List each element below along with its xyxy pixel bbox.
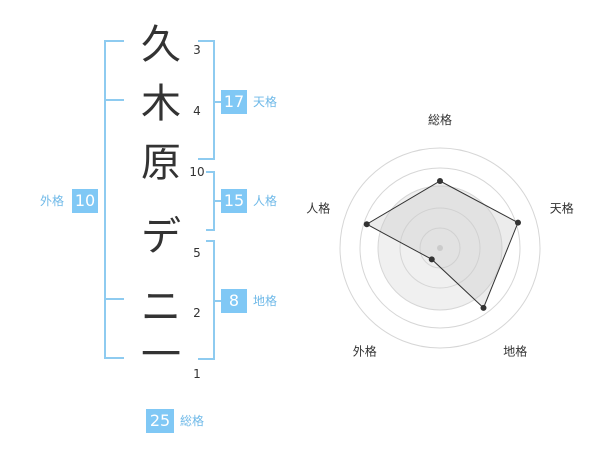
chikaku-label: 地格 — [253, 294, 278, 308]
name-char-3: 原 — [141, 140, 181, 186]
radar-point-2 — [514, 219, 521, 226]
radar-center-dot — [437, 245, 443, 251]
radar-point-1 — [437, 178, 443, 184]
radar-point-3 — [480, 304, 487, 311]
radar-core-ring — [419, 227, 461, 269]
name-char-2: 木 — [141, 81, 181, 127]
radar-ring-4 — [359, 167, 521, 329]
soukaku-label: 総格 — [180, 414, 205, 428]
jinkaku-score: 15 — [221, 189, 247, 213]
soukaku-score: 25 — [146, 409, 174, 433]
gaikaku-score: 10 — [72, 189, 98, 213]
name-char-4: デ — [141, 214, 181, 260]
tenkaku-label: 天格 — [253, 95, 278, 109]
radar-point-5 — [363, 221, 370, 228]
tenkaku-score: 17 — [221, 90, 247, 114]
stroke-count-5: 2 — [193, 306, 201, 320]
name-char-6: 一 — [141, 332, 181, 378]
name-char-5: ニ — [141, 284, 181, 330]
chikaku-score: 8 — [221, 289, 247, 313]
radar-inner-ring — [399, 207, 481, 289]
radar-point-4 — [428, 256, 435, 263]
radar-axis-label-5: 人格 — [306, 200, 330, 215]
name-char-1: 久 — [141, 22, 181, 68]
stroke-count-1: 3 — [193, 43, 201, 57]
stroke-count-6: 1 — [193, 367, 201, 381]
stroke-count-4: 5 — [193, 246, 201, 260]
jinkaku-label: 人格 — [253, 194, 278, 208]
stroke-count-3: 10 — [189, 165, 205, 179]
radar-axis-label-4: 外格 — [353, 344, 377, 359]
radar-axis-label-1: 総格 — [428, 112, 452, 127]
radar-axis-label-3: 地格 — [503, 344, 527, 359]
radar-axis-label-2: 天格 — [550, 200, 574, 215]
stroke-count-2: 4 — [193, 104, 201, 118]
gaikaku-label: 外格 — [40, 194, 65, 208]
radar-data-polygon — [365, 180, 519, 309]
